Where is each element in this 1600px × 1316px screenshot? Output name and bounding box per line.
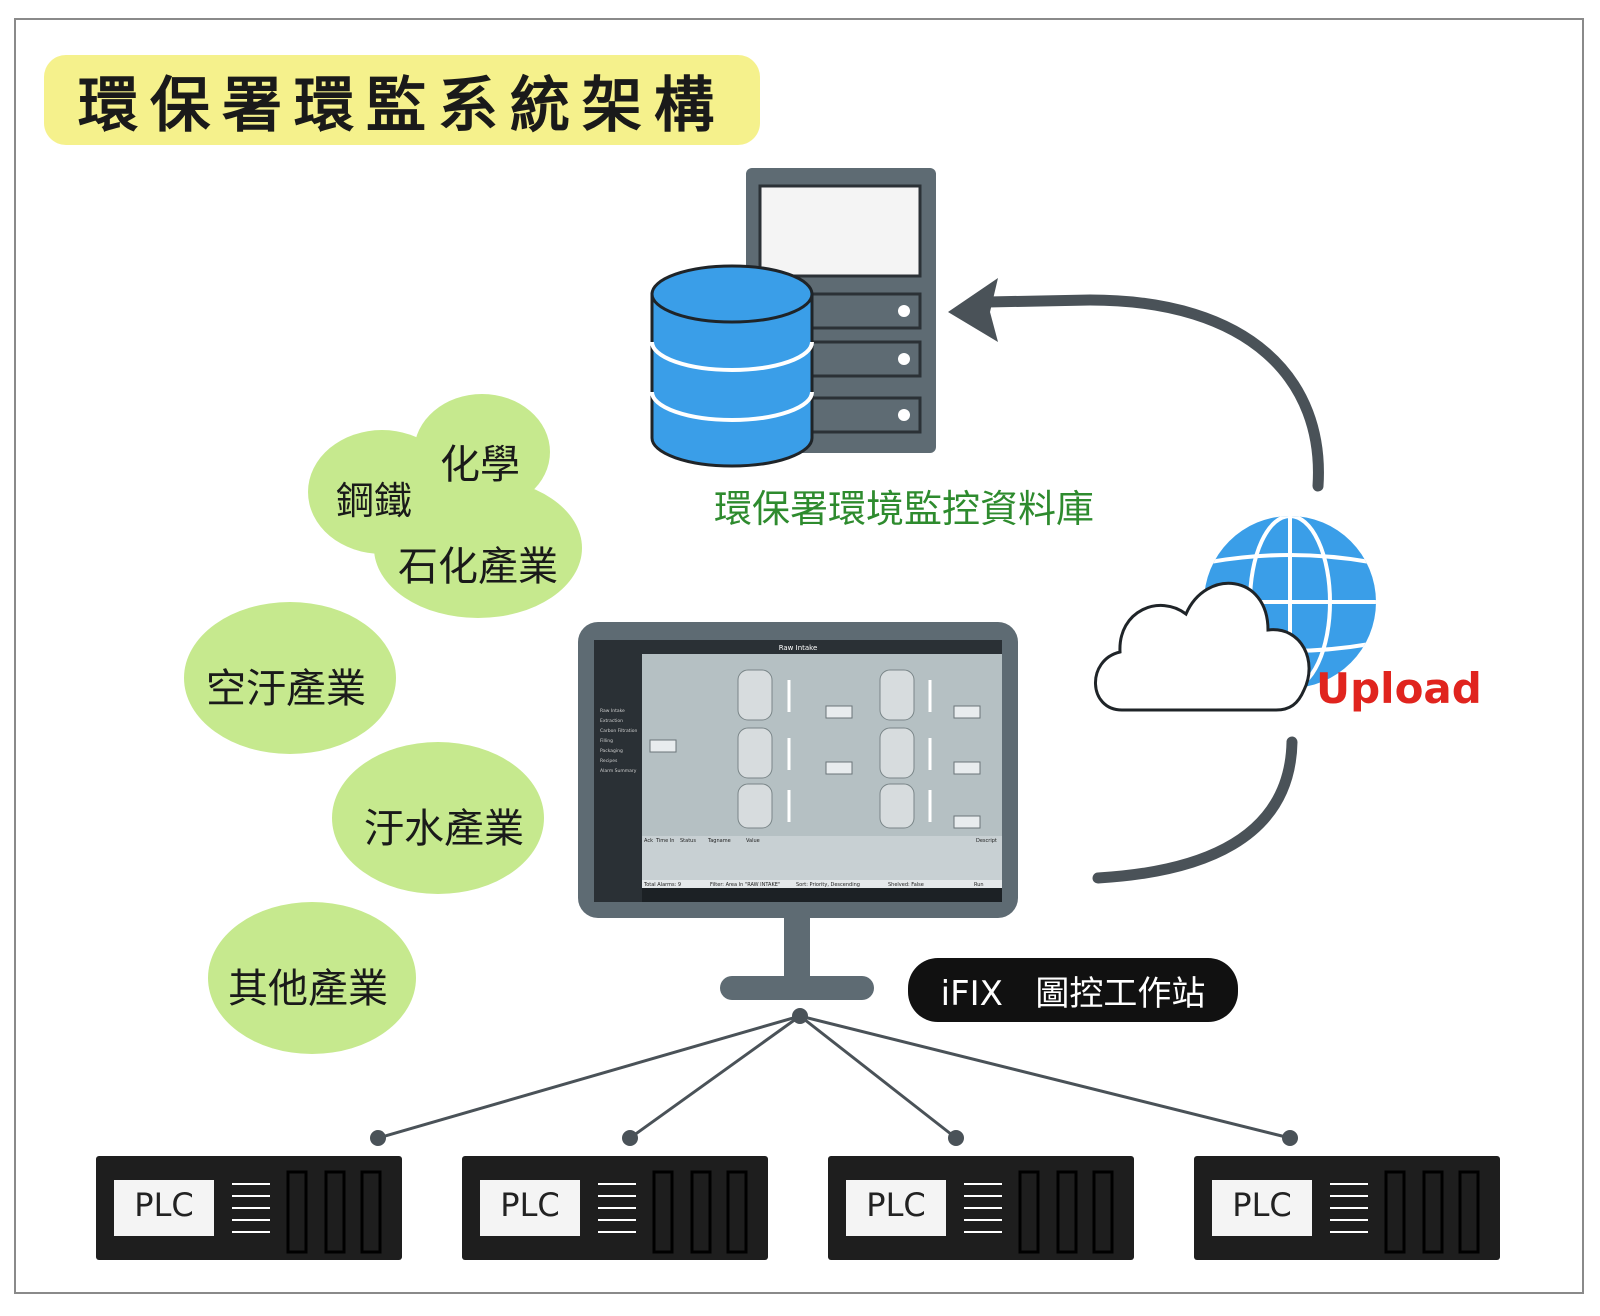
plc-unit-4 xyxy=(1194,1156,1500,1260)
hmi-nav-item: Extraction xyxy=(600,718,623,724)
bubble-other xyxy=(208,902,416,1054)
upload-label: Upload xyxy=(1316,664,1482,713)
bubble-petrochemical xyxy=(374,478,582,618)
hmi-col-ack: Ack xyxy=(644,838,653,844)
hmi-nav-item: Alarm Summary xyxy=(600,768,637,774)
hmi-footer-run: Run xyxy=(974,882,984,888)
hmi-col-value: Value xyxy=(746,838,760,844)
hmi-nav-item: Packaging xyxy=(600,748,623,754)
plc-unit-1 xyxy=(96,1156,402,1260)
label-petrochemical: 石化產業 xyxy=(398,544,558,590)
plc-label: PLC xyxy=(134,1186,194,1224)
plc-unit-3 xyxy=(828,1156,1134,1260)
label-steel: 鋼鐵 xyxy=(336,479,413,523)
diagram-frame xyxy=(14,18,1584,1294)
plc-unit-2 xyxy=(462,1156,768,1260)
hmi-nav-item: Raw Intake xyxy=(600,708,625,714)
diagram-title: 環保署環監系統架構 xyxy=(78,70,726,141)
network-lines xyxy=(377,1014,1291,1140)
bubble-wastewater xyxy=(332,742,544,894)
label-other: 其他產業 xyxy=(228,966,388,1012)
hmi-col-descript: Descript xyxy=(976,838,997,844)
plc-label: PLC xyxy=(500,1186,560,1224)
label-wastewater: 汙水產業 xyxy=(364,806,524,852)
hmi-nav-item: Recipes xyxy=(600,758,618,764)
label-chemical: 化學 xyxy=(440,442,520,488)
network-nodes xyxy=(370,1008,1298,1146)
hmi-footer-total: Total Alarms: 9 xyxy=(643,882,681,888)
hmi-col-tagname: Tagname xyxy=(707,838,731,844)
label-air-pollution: 空汙產業 xyxy=(206,666,366,712)
hmi-footer-shelved: Shelved: False xyxy=(888,882,924,888)
hmi-col-status: Status xyxy=(680,838,696,844)
hmi-footer-sort: Sort: Priority, Descending xyxy=(796,882,860,888)
bubble-air xyxy=(184,602,396,754)
hmi-col-time: Time In xyxy=(655,838,674,844)
workstation-label: iFIX 圖控工作站 xyxy=(908,958,1238,1022)
title-banner: 環保署環監系統架構 xyxy=(44,55,760,145)
upload-arrow-icon xyxy=(948,278,1324,492)
plc-label: PLC xyxy=(866,1186,926,1224)
hmi-footer-filter: Filter: Area In "RAW INTAKE" xyxy=(710,882,780,888)
hmi-nav-item: Filling xyxy=(600,738,613,744)
hmi-screen: Raw Intake Raw Intake Extraction Carbon … xyxy=(594,640,1002,902)
hmi-window-title: Raw Intake xyxy=(779,644,818,652)
plc-label: PLC xyxy=(1232,1186,1292,1224)
return-arc-icon xyxy=(1092,736,1298,884)
hmi-nav-item: Carbon Filtration xyxy=(600,728,638,734)
industry-bubbles xyxy=(184,394,582,1054)
cloud-icon xyxy=(1094,581,1311,712)
database-label: 環保署環境監控資料庫 xyxy=(714,487,1095,531)
database-cylinder-icon xyxy=(650,264,814,468)
